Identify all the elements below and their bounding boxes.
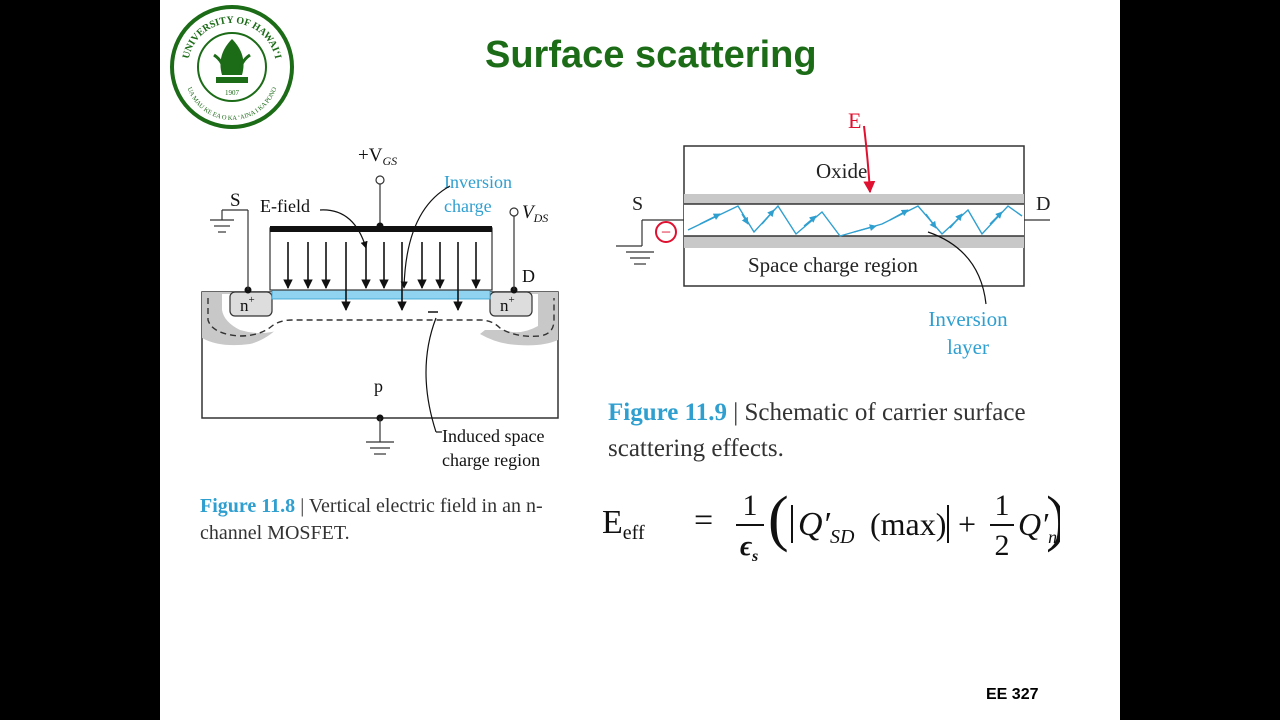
eq-equals: = <box>694 502 713 539</box>
space-charge-region-label: Space charge region <box>748 253 918 277</box>
eq-plus: + <box>958 506 976 542</box>
n-plus-right-label: n <box>500 296 509 315</box>
drain-label-fig9: D <box>1036 193 1050 215</box>
eq-qsd: Q′SD <box>798 506 855 548</box>
p-substrate-label: p <box>374 376 383 396</box>
eq-frac1-num: 1 <box>743 489 758 522</box>
seal-year: 1907 <box>225 89 240 97</box>
eq-lhs: Eeff <box>602 504 645 544</box>
figure-11-8-caption: Figure 11.8 | Vertical electric field in… <box>200 495 543 544</box>
eq-max: (max) <box>870 506 946 542</box>
source-label: S <box>230 190 241 211</box>
oxide-label: Oxide <box>816 159 867 183</box>
figure-11-9-caption: Figure 11.9 | Schematic of carrier surfa… <box>608 399 1026 462</box>
drain-label: D <box>522 266 535 286</box>
induced-label-2: charge region <box>442 450 540 470</box>
vds-label: VDS <box>522 202 548 225</box>
induced-label-1: Induced space <box>442 426 544 446</box>
effective-field-equation: Eeff = 1 ϵs ( Q′SD (max) + 1 2 Q′n ) <box>602 485 1060 565</box>
eq-qn: Q′n <box>1018 506 1057 547</box>
handwritten-charge-label: − <box>661 222 671 242</box>
eq-open-paren: ( <box>768 485 789 553</box>
scattering-diagram: Oxide Space charge region S D Inversion … <box>616 108 1050 359</box>
svg-text:n+: n+ <box>500 294 515 315</box>
inversion-layer-label-2: layer <box>947 335 989 359</box>
svg-text:n+: n+ <box>240 294 255 315</box>
inversion-layer-label-1: Inversion <box>928 307 1008 331</box>
mosfet-diagram: n+ n+ +VGS <box>201 145 559 470</box>
slide: UNIVERSITY OF HAWAIʻI UA MAU KE EA O KA … <box>160 0 1120 720</box>
vgs-label: +VGS <box>358 145 397 168</box>
slide-title: Surface scattering <box>485 34 817 76</box>
n-plus-left-sup: + <box>249 294 255 306</box>
handwritten-e-label: E <box>848 108 861 133</box>
eq-half-den: 2 <box>995 529 1010 562</box>
source-label-fig9: S <box>632 193 643 215</box>
n-plus-right-sup: + <box>509 294 515 306</box>
course-footer: EE 327 <box>986 686 1039 703</box>
efield-label: E-field <box>260 196 310 216</box>
eq-close-paren: ) <box>1046 485 1060 553</box>
eq-frac1-den: ϵs <box>740 531 758 565</box>
inversion-charge-label-2: charge <box>444 196 492 216</box>
inversion-charge-label-1: Inversion <box>444 172 512 192</box>
eq-half-num: 1 <box>995 489 1010 522</box>
n-plus-left-label: n <box>240 296 249 315</box>
university-seal-logo: UNIVERSITY OF HAWAIʻI UA MAU KE EA O KA … <box>170 5 294 129</box>
